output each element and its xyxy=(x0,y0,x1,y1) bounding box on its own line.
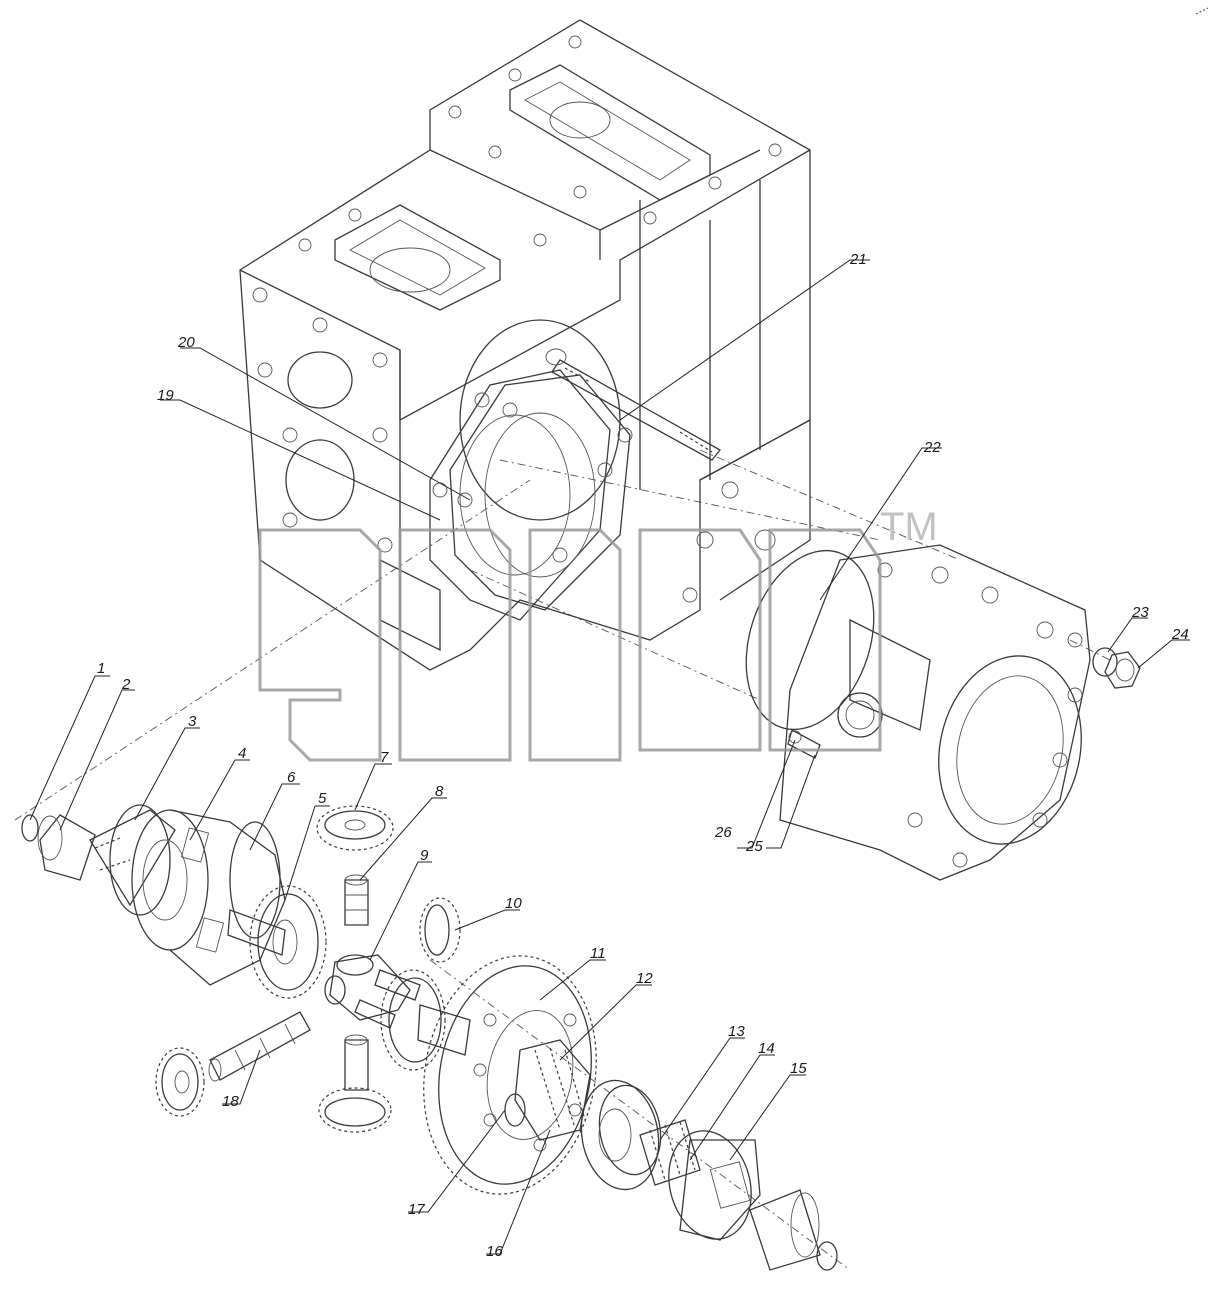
callout-12: 12 xyxy=(636,970,653,987)
callout-20: 20 xyxy=(177,334,195,351)
snap-ring-1 xyxy=(21,814,39,842)
callout-22: 22 xyxy=(923,439,941,456)
callout-15: 15 xyxy=(790,1060,807,1077)
callout-10: 10 xyxy=(505,895,522,912)
callout-26: 26 xyxy=(714,824,732,841)
callout-23: 23 xyxy=(1131,604,1149,621)
bearing-2 xyxy=(37,814,96,881)
callout-17: 17 xyxy=(408,1201,425,1218)
callout-3: 3 xyxy=(188,713,197,730)
ring-6 xyxy=(229,821,281,939)
callout-2: 2 xyxy=(121,676,131,693)
callout-1: 1 xyxy=(97,660,105,677)
callout-19: 19 xyxy=(157,387,174,404)
callout-11: 11 xyxy=(590,945,606,962)
callout-6: 6 xyxy=(287,769,296,786)
callout-9: 9 xyxy=(420,847,429,864)
bushing-8 xyxy=(344,874,369,926)
callout-4: 4 xyxy=(238,745,246,762)
gasket-20 xyxy=(432,374,633,611)
callout-25: 25 xyxy=(745,838,763,855)
spider-cross-9 xyxy=(324,954,421,1029)
callout-24: 24 xyxy=(1171,626,1189,643)
callout-14: 14 xyxy=(758,1040,775,1057)
small-gear-left xyxy=(155,1047,205,1117)
drive-gear-12 xyxy=(514,1039,591,1141)
final-drive-cover-22 xyxy=(745,544,1091,881)
pinion-gear-10 xyxy=(419,897,461,963)
corner-mark xyxy=(1195,7,1209,15)
gasket-19 xyxy=(429,369,611,621)
washer-23 xyxy=(1092,647,1118,677)
housing-15 xyxy=(668,1130,761,1241)
callout-18: 18 xyxy=(222,1093,239,1110)
snap-ring-right xyxy=(816,1241,838,1271)
callout-16: 16 xyxy=(486,1243,503,1260)
callout-7: 7 xyxy=(380,749,389,766)
side-gear-5 xyxy=(227,885,327,999)
nut-24 xyxy=(1104,651,1141,689)
stud-21 xyxy=(545,348,721,461)
callout-13: 13 xyxy=(728,1023,745,1040)
pin-18 xyxy=(208,1011,311,1082)
housing-bolt-holes xyxy=(252,35,782,603)
lower-bushing xyxy=(344,1034,369,1091)
callout-8: 8 xyxy=(435,783,444,800)
bearing-13 xyxy=(580,1079,662,1191)
leader-lines xyxy=(29,259,1190,1255)
callout-5: 5 xyxy=(318,790,327,807)
differential-housing-4 xyxy=(131,809,286,986)
callout-labels: 1 2 3 4 5 6 7 8 9 10 11 12 13 14 15 16 1… xyxy=(97,251,1189,1260)
lower-pinion-gear xyxy=(318,1087,392,1133)
watermark-logo: TM xyxy=(258,505,938,762)
transmission-housing xyxy=(239,19,811,671)
callout-21: 21 xyxy=(849,251,867,268)
watermark-trademark: TM xyxy=(880,505,938,549)
ring-gear-11 xyxy=(423,955,597,1195)
bolt-25-washer-26 xyxy=(787,729,821,759)
side-gear-right xyxy=(380,969,471,1071)
center-lines xyxy=(14,449,1111,1271)
pinion-gear-7 xyxy=(316,805,394,851)
bushing-right xyxy=(749,1189,821,1271)
shaft-gear-3 xyxy=(89,804,176,916)
